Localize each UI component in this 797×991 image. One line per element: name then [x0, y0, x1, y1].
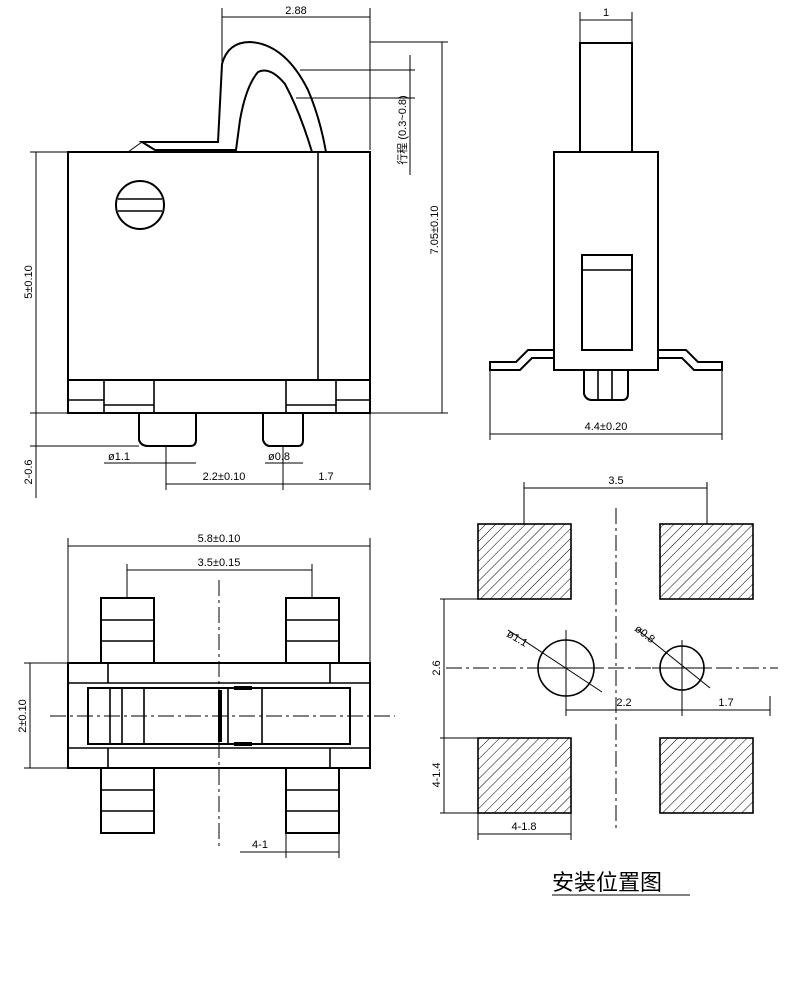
layout-dim-pad-height: 4-1.4 [431, 762, 443, 787]
pad-bottom-right [659, 737, 754, 814]
layout-dim-vertical: 2.6 [431, 660, 443, 675]
dim-bottom-height: 2±0.10 [17, 699, 29, 733]
leg-top-right [285, 597, 340, 664]
dim-body-height: 5±0.10 [23, 265, 35, 299]
pad-top-left [477, 523, 572, 600]
dim-front-spacing: 2.2±0.10 [203, 471, 246, 483]
base-strip [67, 379, 371, 414]
dim-bottom-width: 5.8±0.10 [198, 533, 241, 545]
dim-bottom-pitch: 3.5±0.15 [198, 557, 241, 569]
side-terminal-right [658, 349, 723, 371]
layout-dim-top: 3.5 [608, 475, 623, 487]
peg-left [138, 413, 197, 447]
dim-side-actuator: 1 [603, 7, 609, 19]
mounting-layout: ø1.1 ø0.8 3.5 2.6 4-1.4 4-1.8 2.2 1.7 安装… [431, 475, 778, 896]
layout-dim-pad-width: 4-1.8 [511, 821, 536, 833]
leg-top-left [100, 597, 155, 664]
side-view: 1 4.4±0.20 [489, 7, 723, 440]
bottom-view: 5.8±0.10 3.5±0.15 2±0.10 4-1 [17, 533, 395, 858]
dim-hole-right: ø0.8 [268, 451, 290, 463]
switch-body [67, 151, 371, 381]
dim-front-width: 2.88 [285, 5, 306, 17]
dim-hole-left: ø1.1 [108, 451, 130, 463]
layout-dim-edge: 1.7 [718, 697, 733, 709]
front-view: 2.88 行程 (0.3~0.8) 7.05±0.10 5±0.10 2-0.6… [23, 5, 448, 498]
leg-bottom-right [285, 767, 340, 834]
dim-leg: 2-0.6 [23, 459, 35, 484]
side-window [581, 254, 633, 351]
pad-bottom-left [477, 737, 572, 814]
layout-dim-hole-large: ø1.1 [505, 628, 530, 649]
mount-hole [115, 180, 165, 230]
actuator-lever [138, 40, 328, 153]
side-actuator [579, 42, 633, 153]
dim-front-edge: 1.7 [318, 471, 333, 483]
pad-top-right [659, 523, 754, 600]
layout-title: 安装位置图 [552, 871, 662, 896]
dim-travel: 行程 (0.3~0.8) [396, 95, 409, 164]
layout-dim-spacing: 2.2 [616, 697, 631, 709]
dim-bottom-pad: 4-1 [252, 839, 268, 851]
dim-side-width: 4.4±0.20 [585, 421, 628, 433]
side-peg [583, 370, 629, 401]
dim-total-height: 7.05±0.10 [429, 206, 441, 255]
side-body [553, 151, 659, 371]
leg-bottom-left [100, 767, 155, 834]
side-terminal-left [489, 349, 554, 371]
peg-right [262, 413, 304, 447]
